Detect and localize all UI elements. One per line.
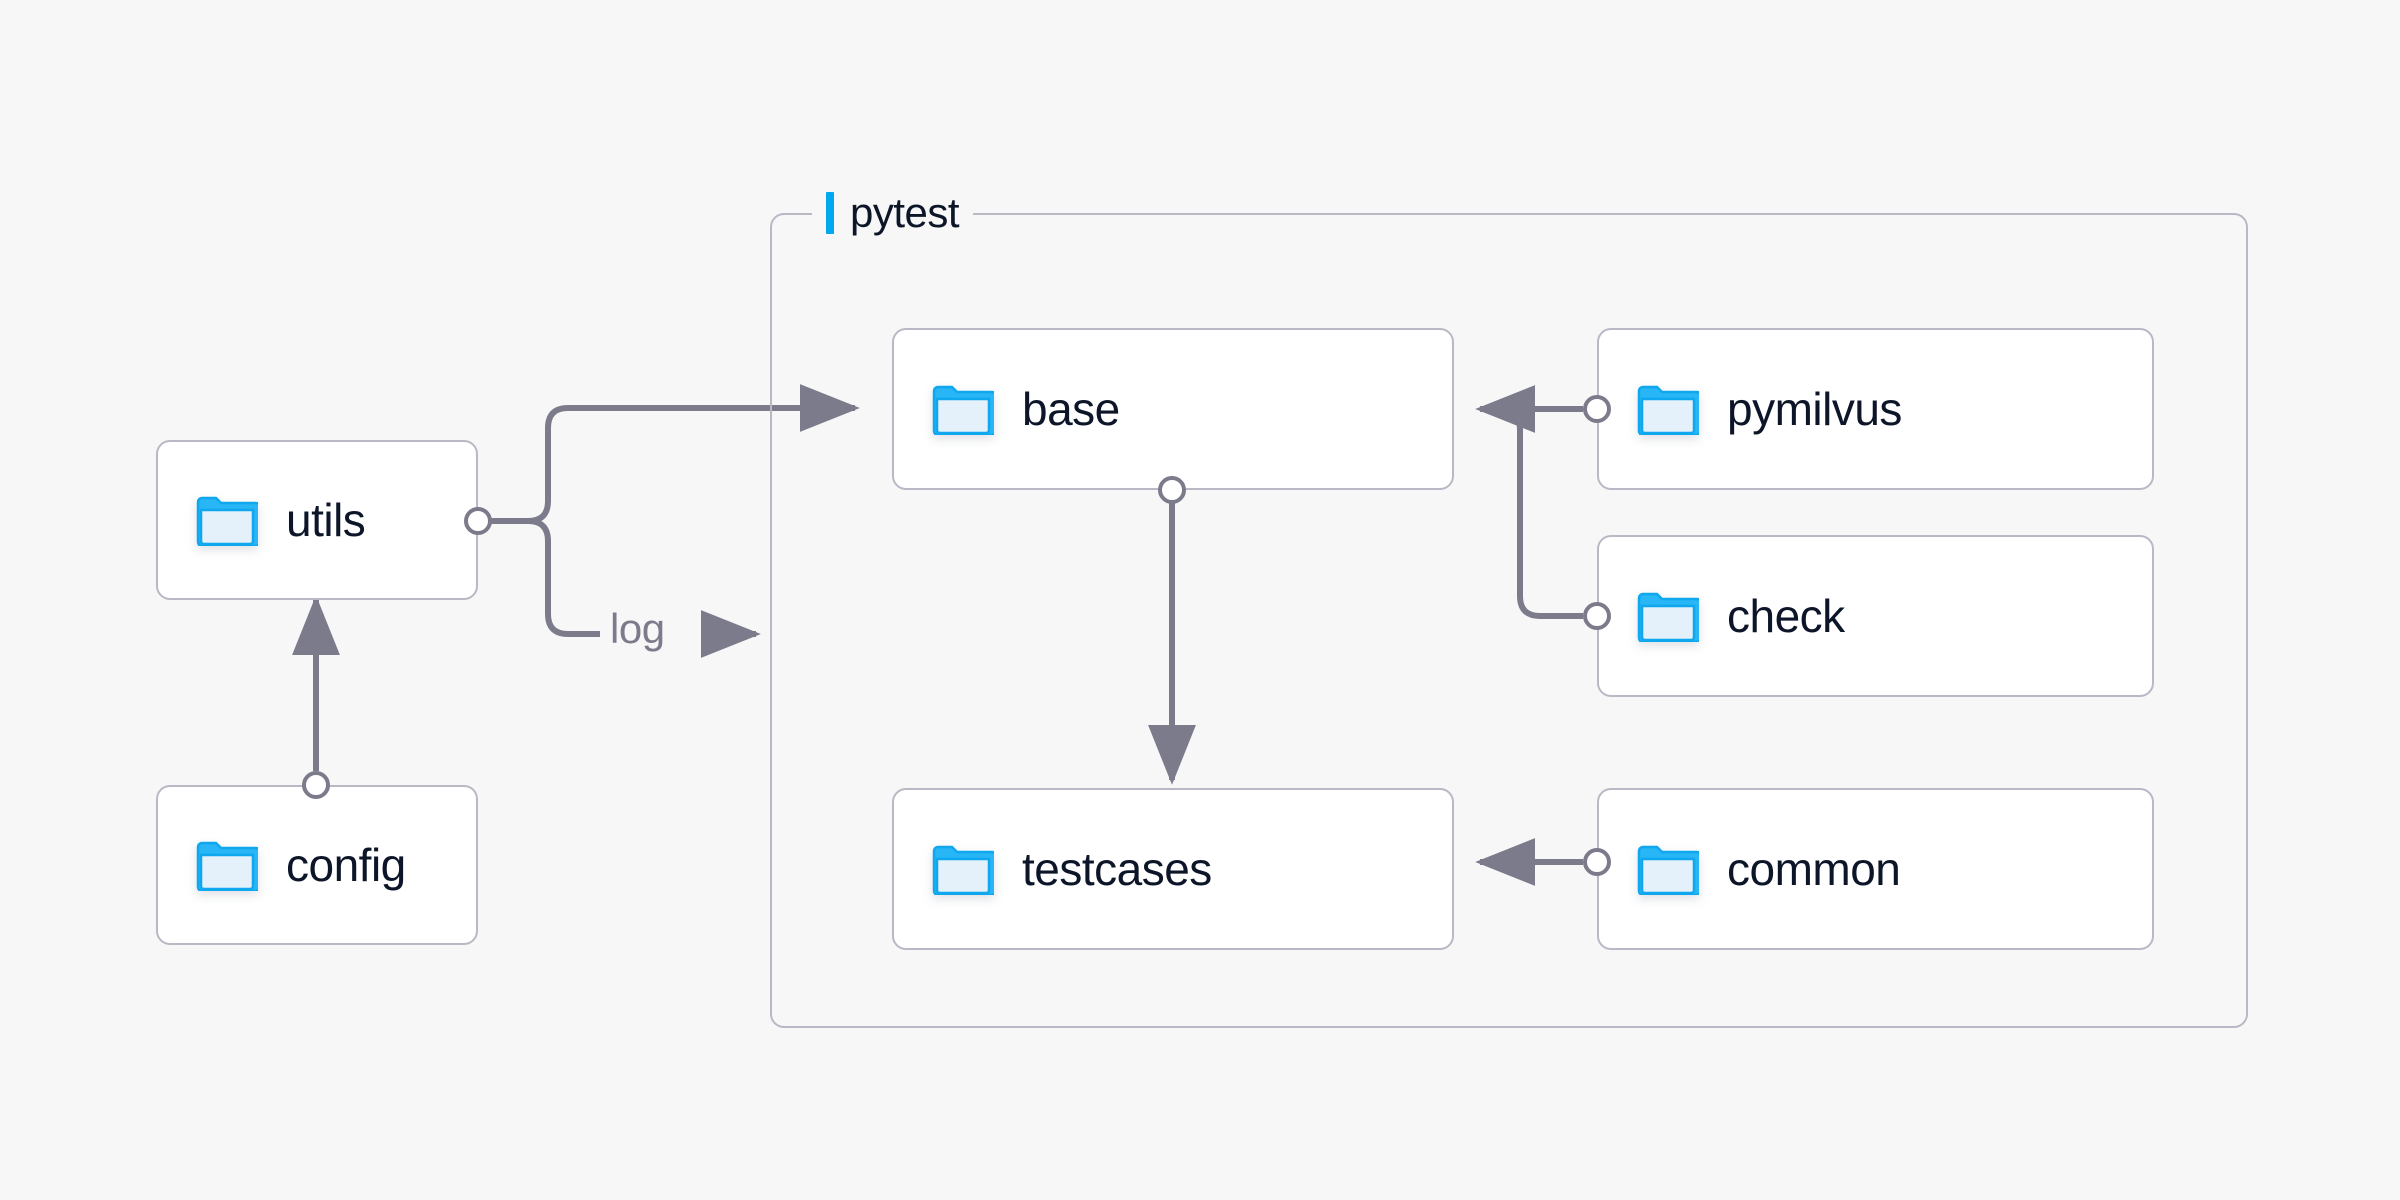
folder-icon [1637,385,1699,435]
folder-icon [1637,592,1699,642]
node-check[interactable]: check [1597,535,2154,697]
group-pytest-container [770,213,2248,1028]
node-testcases[interactable]: testcases [892,788,1454,950]
port-base-bottom[interactable] [1158,476,1186,504]
folder-icon [1637,845,1699,895]
node-label-base: base [1022,383,1120,435]
node-utils[interactable]: utils [156,440,478,600]
node-base[interactable]: base [892,328,1454,490]
node-label-common: common [1727,843,1901,895]
port-check-left[interactable] [1583,602,1611,630]
node-label-utils: utils [286,494,366,546]
port-utils-right[interactable] [464,507,492,535]
node-label-config: config [286,839,406,891]
accent-bar-icon [826,192,834,234]
node-config[interactable]: config [156,785,478,945]
edge-utils-log [490,518,600,637]
folder-icon [196,496,258,546]
group-title: pytest [850,189,960,236]
port-common-left[interactable] [1583,848,1611,876]
node-pymilvus[interactable]: pymilvus [1597,328,2154,490]
folder-icon [932,385,994,435]
group-pytest-label: pytest [812,187,974,239]
node-label-check: check [1727,590,1845,642]
node-label-pymilvus: pymilvus [1727,383,1902,435]
folder-icon [196,841,258,891]
port-config-top[interactable] [302,771,330,799]
edge-label-log: log [604,605,671,653]
node-common[interactable]: common [1597,788,2154,950]
port-pymilvus-left[interactable] [1583,395,1611,423]
node-label-testcases: testcases [1022,843,1212,895]
folder-icon [932,845,994,895]
